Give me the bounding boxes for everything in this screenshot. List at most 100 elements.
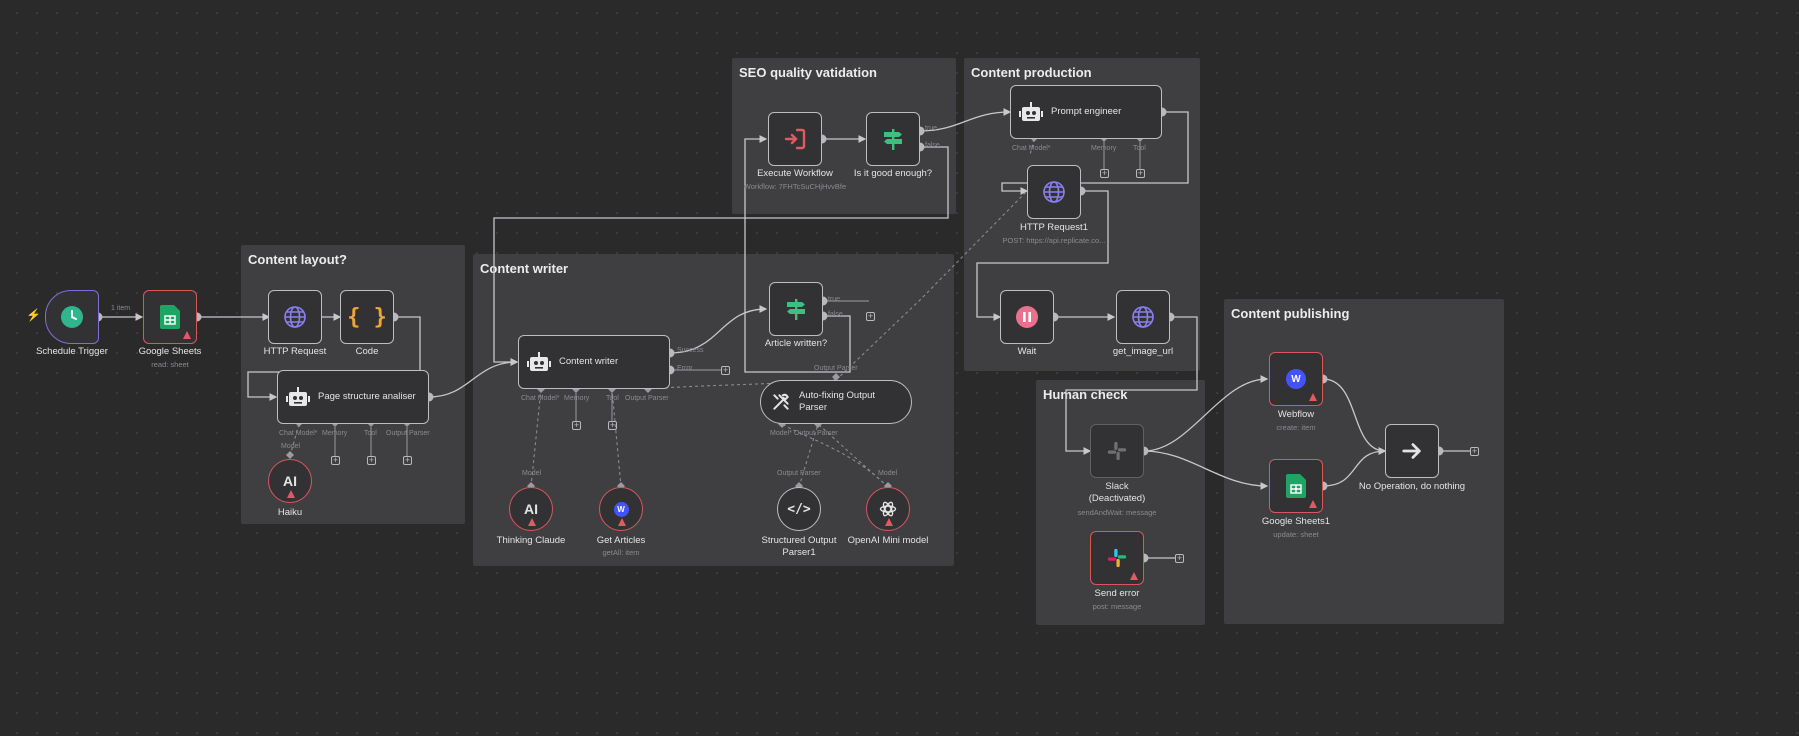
wait-node[interactable] [1000,290,1054,344]
add-node-button[interactable]: + [1470,446,1479,456]
schedule-trigger-node[interactable] [45,290,99,344]
code-node[interactable]: { } [340,290,394,344]
no-operation-node[interactable] [1385,424,1439,478]
google-sheets-node[interactable] [143,290,197,344]
input-label-model: Model* [770,430,792,437]
add-tool-button[interactable]: + [608,420,617,430]
node-title: Haiku [277,507,303,518]
node-title: Google Sheets [138,346,202,357]
robot-icon [286,387,310,406]
prompt-engineer-node[interactable]: Prompt engineer [1010,85,1162,139]
edge-haiku-page [289,423,300,457]
get-image-url-node[interactable] [1116,290,1170,344]
google-sheets-icon [160,305,180,329]
pause-icon [1016,306,1038,328]
node-subtitle: post: message [1092,602,1142,611]
add-memory-button[interactable]: + [331,455,340,465]
haiku-model-node[interactable]: AI [268,459,312,503]
http-request1-node[interactable] [1027,165,1081,219]
signpost-icon [884,129,902,150]
add-memory-button[interactable]: + [1100,168,1109,178]
input-label-chat-model: Chat Model* [1012,145,1051,152]
output-label-false: false [828,311,843,318]
google-sheets1-node[interactable] [1269,459,1323,513]
node-title: HTTP Request1 [1020,222,1088,233]
node-subtitle: sendAndWait: message [1077,508,1157,517]
input-label-output-parser: Output Parser [777,470,821,477]
webflow-node[interactable]: W [1269,352,1323,406]
node-title: Slack (Deactivated) [1088,481,1146,504]
edge-page-writer [428,358,519,398]
node-subtitle: getAll: item [602,548,640,557]
edge-written-false-exec [744,135,851,373]
warning-icon [1130,572,1138,580]
robot-icon [1019,102,1043,121]
add-tool-button[interactable]: + [1136,168,1145,178]
edge-claude-writer [530,388,542,488]
auto-fixing-output-parser-node[interactable]: Auto-fixing Output Parser [760,380,912,424]
output-label-true: true [925,125,938,132]
warning-icon [1309,500,1317,508]
anthropic-icon: AI [283,473,297,489]
get-articles-node[interactable]: W [599,487,643,531]
node-label: Content writer [559,356,619,367]
edge-webflow-noop [1322,378,1387,455]
input-label-tool: Tool [606,395,619,402]
add-true-branch-button[interactable]: + [866,311,875,321]
input-label-chat-model: Chat Model* [521,395,560,402]
output-label-true: true [828,296,841,303]
content-writer-node[interactable]: Content writer [518,335,670,389]
node-title: HTTP Request [263,346,327,357]
add-error-branch-button[interactable]: + [721,365,730,375]
anthropic-icon: AI [524,501,538,517]
send-error-node[interactable] [1090,531,1144,585]
node-subtitle: Workflow: 7FHTcSuCHjHvvBfe [743,182,847,191]
openai-mini-model-node[interactable] [866,487,910,531]
input-label-memory: Memory [1091,145,1117,152]
is-it-good-enough-if-node[interactable] [866,112,920,166]
edge-sheets1-noop [1322,447,1387,487]
webflow-icon: W [1286,369,1306,389]
page-structure-analiser-node[interactable]: Page structure analiser [277,370,429,424]
add-output-parser-button[interactable]: + [403,455,412,465]
output-label-success: Success [677,347,704,354]
code-tag-icon: </> [787,501,811,517]
add-tool-button[interactable]: + [367,455,376,465]
group-title: Content production [971,65,1092,80]
input-label-tool: Tool [1133,145,1146,152]
warning-icon [528,518,536,526]
http-request-node[interactable] [268,290,322,344]
add-node-button[interactable]: + [1175,553,1184,563]
edge-autofix-http1 [835,190,1028,381]
node-title: Thinking Claude [496,535,566,546]
execute-workflow-icon [784,128,806,150]
thinking-claude-node[interactable]: AI [509,487,553,531]
structured-output-parser-node[interactable]: </> [777,487,821,531]
edge-prompt-chat [1029,138,1035,156]
edge-articles-writer [611,388,622,488]
node-title: Execute Workflow [757,168,833,179]
google-sheets-icon [1286,474,1306,498]
signpost-icon [787,299,805,320]
input-label-output-parser: Output Parser [794,430,838,437]
arrow-right-icon [1402,443,1421,459]
output-label-false: false [925,142,940,149]
node-label: Auto-fixing Output Parser [799,390,876,413]
node-title: get_image_url [1112,346,1174,357]
globe-icon [1132,306,1154,328]
add-memory-button[interactable]: + [572,420,581,430]
input-label-memory: Memory [322,430,348,437]
clock-icon [61,306,83,328]
input-label-chat-model: Chat Model* [279,430,318,437]
node-title: OpenAI Mini model [847,535,929,546]
node-subtitle: create: item [1276,423,1316,432]
edge-openai-autofix-2 [817,423,889,488]
slack-node[interactable] [1090,424,1144,478]
node-title: Google Sheets1 [1261,516,1331,527]
output-label-error: Error [677,365,693,372]
article-written-if-node[interactable] [769,282,823,336]
execute-workflow-node[interactable] [768,112,822,166]
node-title: Schedule Trigger [36,346,108,357]
